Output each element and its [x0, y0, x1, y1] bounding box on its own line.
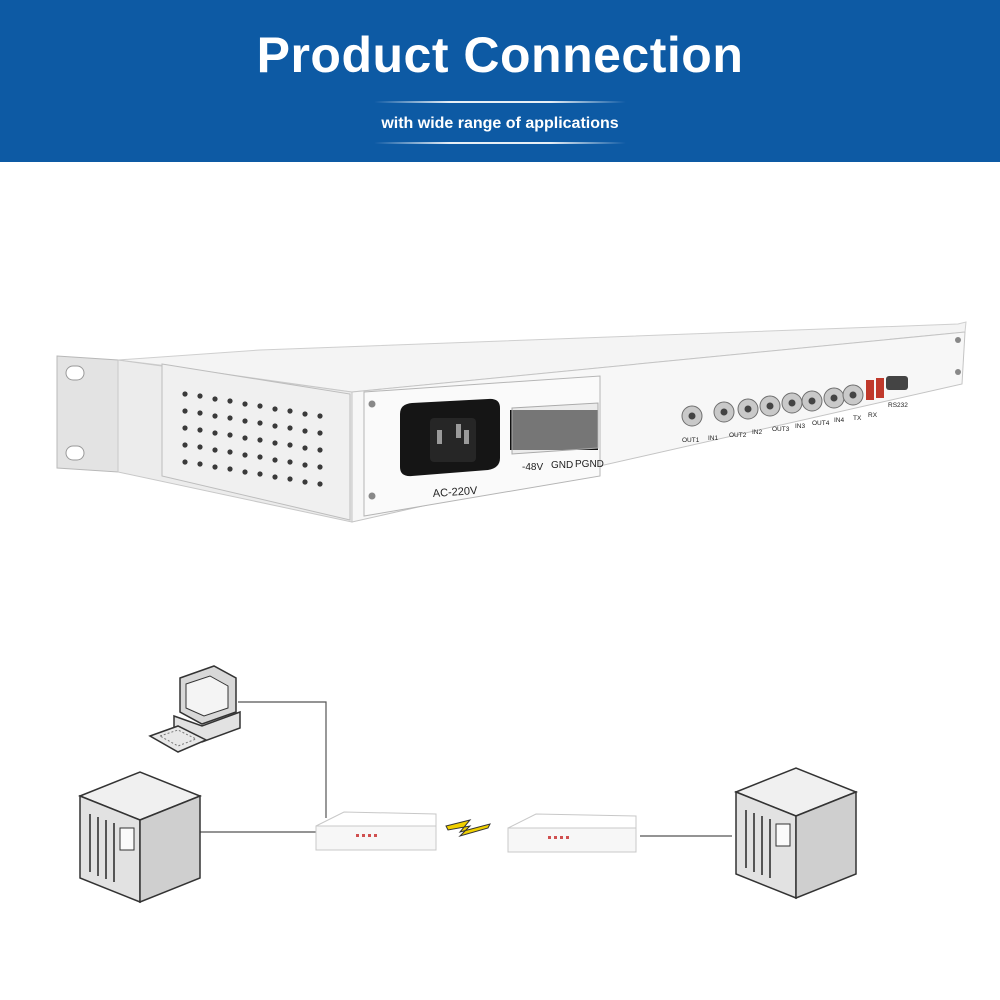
- port-label-out4: OUT4: [812, 420, 830, 427]
- port-label-in1: IN1: [708, 435, 719, 442]
- power-label: AC-220V: [432, 485, 478, 500]
- transceiver-icon-left: [315, 811, 437, 851]
- dc-label-pgnd: PGND: [575, 459, 604, 470]
- computer-icon: [148, 665, 241, 753]
- vent-holes: [182, 391, 323, 487]
- dc-label-gnd: GND: [551, 460, 573, 471]
- header-banner: Product Connection with wide range of ap…: [0, 0, 1000, 162]
- server-icon-right: [733, 767, 859, 900]
- page-title: Product Connection: [256, 27, 744, 83]
- dc-label-48v: -48V: [522, 462, 543, 473]
- server-icon-left: [77, 771, 203, 904]
- transceiver-icon-right: [507, 813, 637, 853]
- port-label-out2: OUT2: [729, 432, 747, 439]
- fiber-link-icon: [445, 819, 491, 838]
- divider-bottom: [374, 142, 626, 144]
- divider-top: [374, 101, 626, 103]
- device-illustration: AC-220V -48V GND PGND OUT1 IN1 OUT2 IN2 …: [56, 321, 967, 523]
- network-diagram: [77, 665, 859, 904]
- port-label-in2: IN2: [752, 429, 763, 436]
- port-label-out3: OUT3: [772, 426, 790, 433]
- port-label-out1: OUT1: [682, 437, 700, 444]
- port-label-rx: RX: [868, 412, 878, 419]
- port-label-in4: IN4: [834, 417, 845, 424]
- page-subtitle: with wide range of applications: [381, 115, 619, 132]
- serial-label: RS232: [888, 402, 908, 409]
- port-label-in3: IN3: [795, 423, 806, 430]
- port-label-tx: TX: [853, 415, 862, 422]
